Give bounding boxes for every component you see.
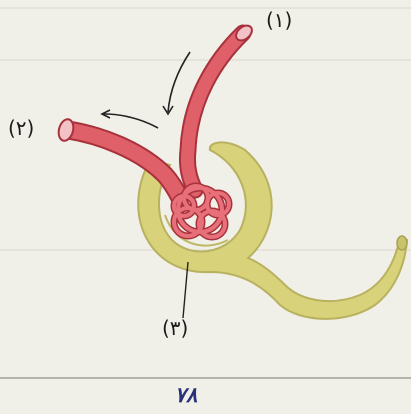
vessel-2-label: (۲) <box>8 118 34 138</box>
capsule-label: (۳) <box>162 318 188 338</box>
vessel-1-label: (۱) <box>266 10 292 30</box>
flow-arrow-2 <box>102 110 158 128</box>
flow-arrow-1 <box>163 52 190 114</box>
page-number: ۷۸ <box>175 383 198 407</box>
